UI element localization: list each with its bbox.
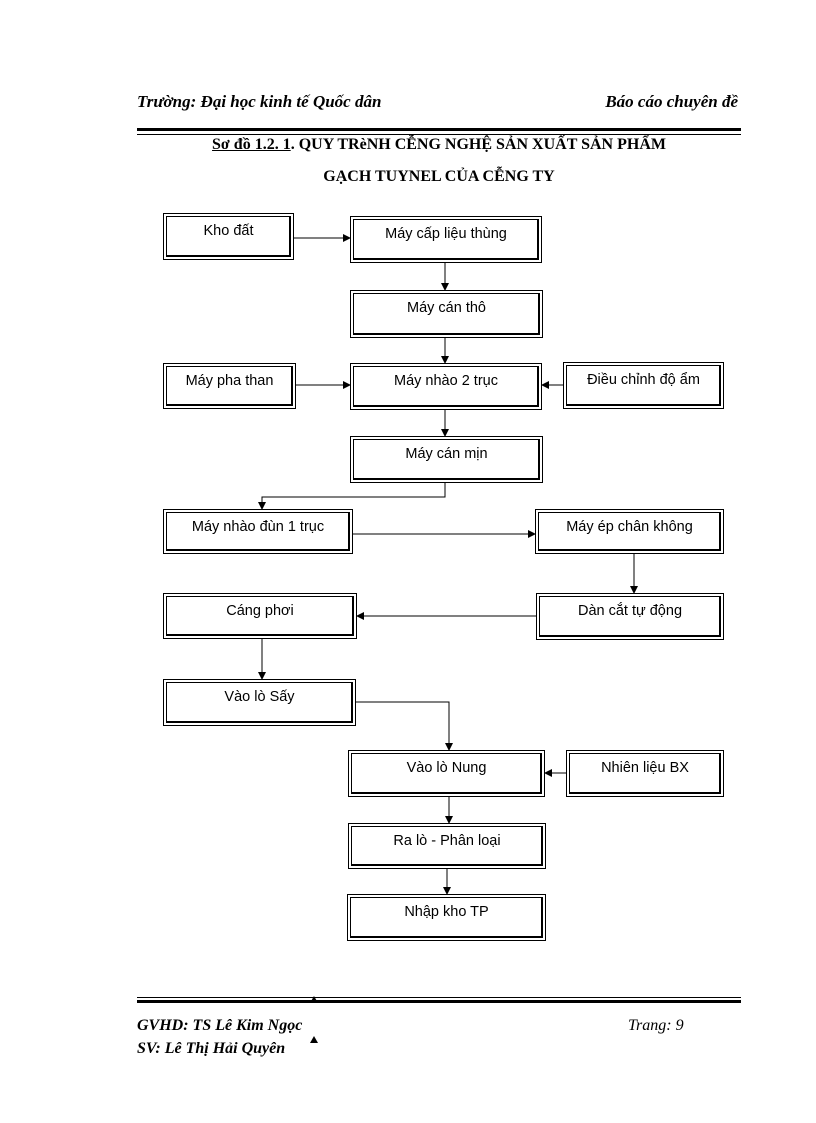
node-may-cap-lieu-thung-label: Máy cấp liệu thùng <box>385 226 507 242</box>
node-may-nhao-2-truc: Máy nhào 2 trục <box>350 363 542 410</box>
header-rule-thick <box>137 128 741 131</box>
node-dieu-chinh-do-am-label: Điều chỉnh độ ẩm <box>587 372 700 388</box>
node-vao-lo-nung: Vào lò Nung <box>348 750 545 797</box>
node-nhap-kho-tp-label: Nhập kho TP <box>404 904 489 920</box>
node-vao-lo-say: Vào lò Sấy <box>163 679 356 726</box>
footer-rule-thick <box>137 1000 741 1003</box>
node-vao-lo-say-label: Vào lò Sấy <box>224 689 295 705</box>
node-may-pha-than: Máy pha than <box>163 363 296 409</box>
diagram-title-label: Sơ đồ 1.2. 1 <box>212 136 291 153</box>
node-may-can-tho: Máy cán thô <box>350 290 543 338</box>
node-nhien-lieu-bx: Nhiên liệu BX <box>566 750 724 797</box>
footer-page-number: Trang: 9 <box>628 1017 684 1034</box>
node-nhien-lieu-bx-label: Nhiên liệu BX <box>601 760 689 776</box>
arrow-nhao-dun-to-ep <box>351 530 536 538</box>
node-may-cap-lieu-thung: Máy cấp liệu thùng <box>350 216 542 263</box>
node-may-ep-chan-khong: Máy ép chân không <box>535 509 724 554</box>
node-may-can-min: Máy cán mịn <box>350 436 543 483</box>
node-may-can-min-label: Máy cán mịn <box>405 446 488 462</box>
node-kho-dat-label: Kho đất <box>203 223 254 239</box>
node-ra-lo-phan-loai-label: Ra lò - Phân loại <box>393 833 501 849</box>
stray-marker-footer-2 <box>310 1036 318 1043</box>
arrow-say-to-nung <box>356 701 453 751</box>
footer-advisor: GVHD: TS Lê Kim Ngọc <box>137 1017 303 1034</box>
node-may-nhao-dun-1-truc-label: Máy nhào đùn 1 trục <box>191 519 325 535</box>
node-may-nhao-dun-1-truc: Máy nhào đùn 1 trục <box>163 509 353 554</box>
header-rule-thin <box>137 134 741 135</box>
node-dieu-chinh-do-am: Điều chỉnh độ ẩm <box>563 362 724 409</box>
footer-student: SV: Lê Thị Hải Quyên <box>137 1040 286 1057</box>
diagram-title: Sơ đồ 1.2. 1. QUY TRèNH CỄNG NGHỆ SẢN XU… <box>137 136 741 154</box>
node-vao-lo-nung-label: Vào lò Nung <box>406 760 487 776</box>
footer-rule-thin <box>137 997 741 998</box>
node-cang-phoi-label: Cáng phơi <box>226 603 294 619</box>
node-may-nhao-2-truc-label: Máy nhào 2 trục <box>394 373 498 389</box>
node-nhap-kho-tp: Nhập kho TP <box>347 894 546 941</box>
node-may-pha-than-label: Máy pha than <box>185 373 274 389</box>
diagram-subtitle: GẠCH TUYNEL CỦA CỄNG TY <box>323 168 555 185</box>
header-school: Trường: Đại học kinh tế Quốc dân <box>137 92 382 111</box>
header-report-title: Báo cáo chuyên đề <box>605 92 738 111</box>
diagram-title-text: . QUY TRèNH CỄNG NGHỆ SẢN XUẤT SẢN PHẨM <box>290 136 666 153</box>
node-dan-cat-tu-dong-label: Dàn cắt tự động <box>577 603 683 619</box>
arrow-can-min-to-nhao-dun <box>258 483 446 510</box>
node-may-ep-chan-khong-label: Máy ép chân không <box>566 519 693 535</box>
node-ra-lo-phan-loai: Ra lò - Phân loại <box>348 823 546 869</box>
node-dan-cat-tu-dong: Dàn cắt tự động <box>536 593 724 640</box>
node-cang-phoi: Cáng phơi <box>163 593 357 639</box>
node-kho-dat: Kho đất <box>163 213 294 260</box>
node-may-can-tho-label: Máy cán thô <box>407 300 486 316</box>
